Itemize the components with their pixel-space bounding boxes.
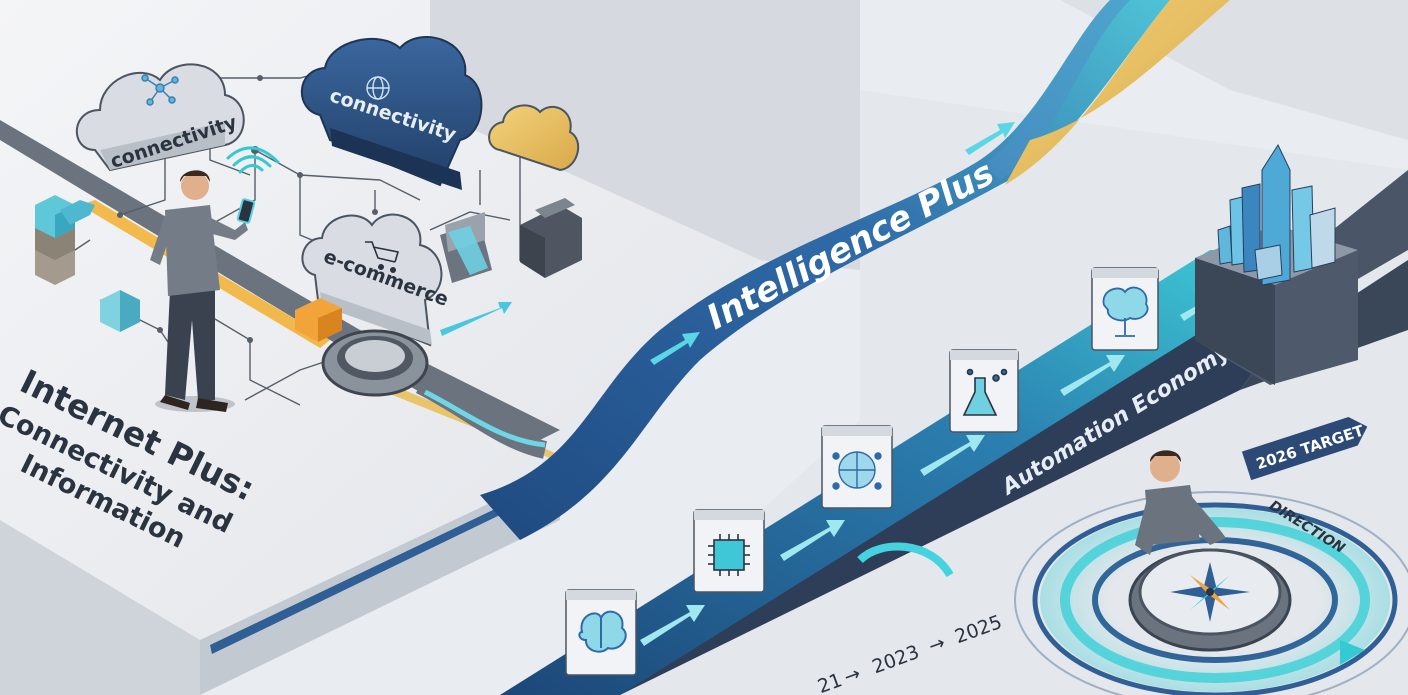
orange-block [295,298,342,342]
ribbon-highlight [985,0,1130,180]
person-with-phone [150,170,256,412]
gold-ribbon [1005,0,1230,185]
compass-icon [1128,548,1292,652]
shopping-bag [440,212,492,283]
printer-device [520,198,582,278]
cloud-ecommerce: e-commerce [301,213,451,347]
flask-icon [962,368,1008,416]
platform-arrow [440,302,512,336]
back-wall-right [860,0,1408,140]
wifi-icon [226,146,280,174]
compass-arrow-head [1340,640,1365,665]
card-chip [693,509,765,593]
cloud-connectivity-center: connectivity [300,36,483,190]
card-neural-network [821,425,893,509]
city-icon [1217,143,1336,286]
cloud-connectivity-left: connectivity [75,63,245,173]
track-glow-arc [857,542,954,578]
neural-network-icon [832,451,882,490]
small-box-left [100,290,140,332]
chip-icon [708,534,750,576]
globe-icon [366,76,390,100]
network-icon [141,74,179,106]
card-flask [949,349,1019,433]
timeline-arrow-2: → [926,632,948,658]
portal-connector-glow [423,389,546,448]
card-brain [565,589,637,676]
person-with-compass [1135,450,1226,555]
platform-edge-stripe [210,478,560,654]
cube-stack [35,195,95,285]
cloud-gold [488,104,580,172]
city-block [1195,143,1358,385]
portal-ring [321,329,429,397]
brain-icon [578,610,627,653]
timeline-arrow-1: → [841,662,863,688]
card-brain-tree [1091,267,1159,351]
cart-icon [365,241,400,273]
brain-tree-icon [1102,286,1149,337]
ribbon-arrows [650,122,1015,365]
back-wall-block [430,0,860,270]
left-platform-side [0,520,200,695]
intelligence-ribbon [480,0,1170,540]
